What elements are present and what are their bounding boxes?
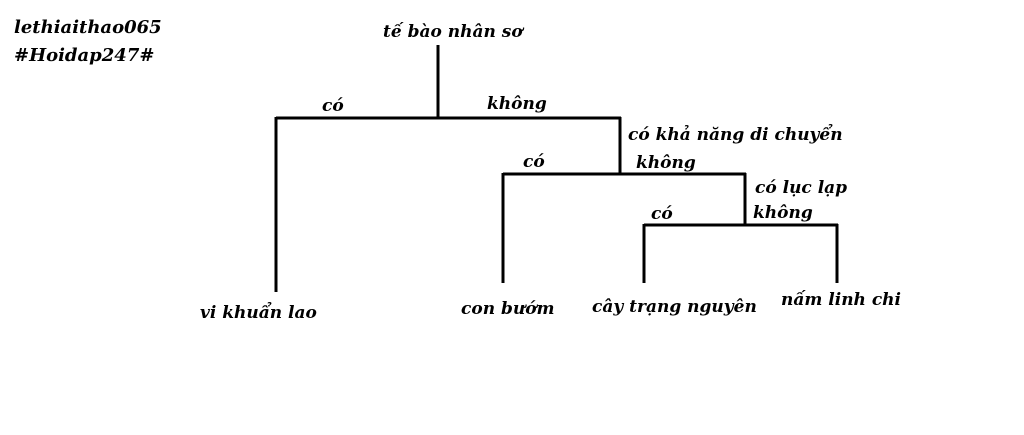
branch-label-level3-no: không (753, 203, 813, 223)
root-node-label: tế bào nhân sơ (383, 22, 524, 42)
watermark-site: #Hoidap247# (14, 45, 154, 66)
leaf-con-buom: con bướm (461, 299, 555, 319)
branch-label-level2-no: không (636, 153, 696, 173)
leaf-cay-trang-nguyen: cây trạng nguyên (592, 297, 757, 317)
question-node-mobility: có khả năng di chuyển (628, 123, 843, 145)
branch-label-level1-yes: có (322, 96, 344, 116)
branch-label-level2-yes: có (523, 152, 545, 172)
watermark-author: lethiaithao065 (14, 17, 162, 38)
branch-label-level3-yes: có (651, 204, 673, 224)
leaf-nam-linh-chi: nấm linh chi (781, 290, 901, 310)
branch-label-level1-no: không (487, 94, 547, 114)
leaf-vi-khuan-lao: vi khuẩn lao (200, 301, 317, 323)
question-node-chloroplast: có lục lạp (755, 178, 847, 198)
